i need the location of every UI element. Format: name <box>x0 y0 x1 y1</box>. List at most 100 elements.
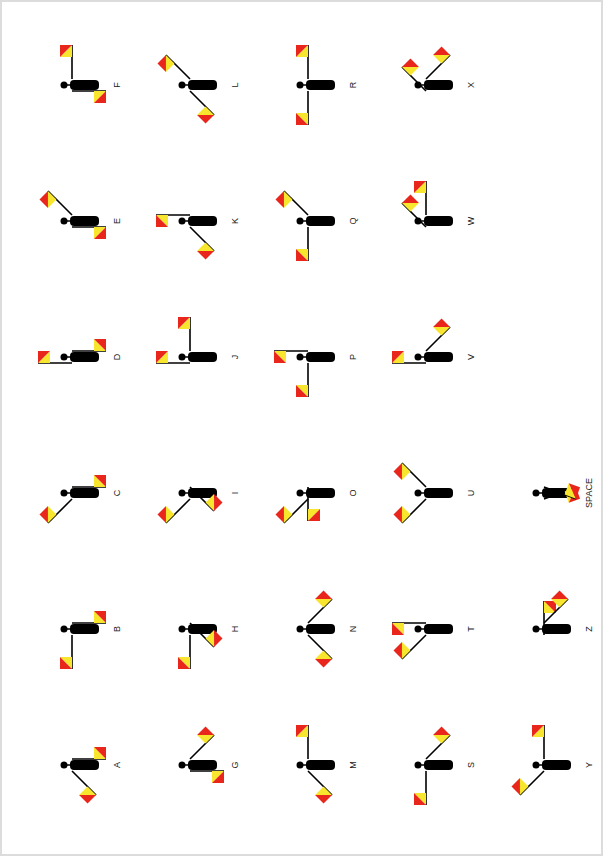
flag-yellow <box>94 475 106 487</box>
body <box>188 216 217 226</box>
body <box>188 760 217 770</box>
flag-red <box>402 194 419 211</box>
head <box>297 82 304 89</box>
letter-label: R <box>349 82 358 89</box>
letter-label: X <box>467 82 476 88</box>
arm-with-flag <box>300 635 333 668</box>
letter-label: S <box>467 762 476 768</box>
arm-with-flag <box>296 91 308 125</box>
head <box>179 490 186 497</box>
arm-with-flag <box>296 227 308 261</box>
semaphore-figure <box>39 191 106 239</box>
flag-red <box>212 771 224 783</box>
arm-with-flag <box>64 771 97 804</box>
arm-with-flag <box>414 771 426 805</box>
semaphore-figure <box>60 611 106 669</box>
arm-with-flag <box>393 491 426 524</box>
body <box>70 216 99 226</box>
flag-yellow <box>551 590 568 607</box>
letter-label: L <box>231 82 240 87</box>
letter-label: O <box>349 489 358 496</box>
semaphore-figure <box>275 191 335 261</box>
head <box>61 218 68 225</box>
arm-with-flag <box>182 227 215 260</box>
flag-red <box>178 317 190 329</box>
head <box>297 218 304 225</box>
arm-with-flag <box>72 339 106 351</box>
flag-red <box>511 778 528 795</box>
flag-yellow <box>315 787 332 804</box>
body <box>424 352 453 362</box>
letter-label: U <box>467 490 476 497</box>
head <box>61 354 68 361</box>
flag-yellow <box>402 194 419 211</box>
arm-with-flag <box>296 363 308 397</box>
flag-red <box>433 46 450 63</box>
semaphore-figure <box>533 476 581 511</box>
body <box>188 80 217 90</box>
flag-red <box>402 58 419 75</box>
flag-yellow <box>94 227 106 239</box>
semaphore-figure <box>296 45 335 125</box>
flag-yellow <box>197 107 214 124</box>
arm-with-flag <box>182 726 215 759</box>
flag-yellow <box>296 45 308 57</box>
semaphore-figure <box>414 726 453 805</box>
flag-red <box>94 339 106 351</box>
semaphore-figure <box>61 747 107 804</box>
flag-yellow <box>511 778 528 795</box>
flag-red <box>315 787 332 804</box>
body <box>424 624 453 634</box>
arm-with-flag <box>38 351 72 363</box>
head <box>297 490 304 497</box>
body <box>306 624 335 634</box>
head <box>297 626 304 633</box>
flag-red <box>393 463 410 480</box>
flag-red <box>308 509 320 521</box>
arm-with-flag <box>39 191 72 224</box>
flag-yellow <box>402 58 419 75</box>
flag-red <box>60 657 72 669</box>
flag-red <box>393 506 410 523</box>
flag-red <box>206 630 223 647</box>
flag-yellow <box>39 506 56 523</box>
flag-red <box>296 249 308 261</box>
letter-label: Y <box>585 762 594 768</box>
arm-with-flag <box>418 46 451 79</box>
flag-red <box>156 215 168 227</box>
body <box>306 352 335 362</box>
flag-red <box>392 351 404 363</box>
body <box>306 80 335 90</box>
arm-with-flag <box>300 590 333 623</box>
flag-yellow <box>157 506 174 523</box>
head <box>415 762 422 769</box>
arm-with-flag <box>72 91 106 103</box>
flag-red <box>433 726 450 743</box>
arm-with-flag <box>72 475 106 487</box>
flag-yellow <box>296 249 308 261</box>
head <box>533 762 540 769</box>
head <box>179 82 186 89</box>
flag-yellow <box>94 339 106 351</box>
flag-yellow <box>60 45 72 57</box>
arm-with-flag <box>300 771 333 804</box>
arm-with-flag <box>72 747 106 759</box>
head <box>179 354 186 361</box>
flag-yellow <box>532 725 544 737</box>
body <box>306 760 335 770</box>
letter-label: I <box>231 492 240 495</box>
head <box>297 354 304 361</box>
body <box>306 216 335 226</box>
flag-red <box>414 793 426 805</box>
flag-yellow <box>565 483 580 498</box>
flag-red <box>206 494 223 511</box>
letter-label: E <box>113 218 122 224</box>
arm-with-flag <box>544 476 580 499</box>
flag-yellow <box>197 726 214 743</box>
semaphore-figure <box>39 475 106 523</box>
letter-label: P <box>349 354 358 360</box>
body <box>424 760 453 770</box>
flag-red <box>157 55 174 72</box>
